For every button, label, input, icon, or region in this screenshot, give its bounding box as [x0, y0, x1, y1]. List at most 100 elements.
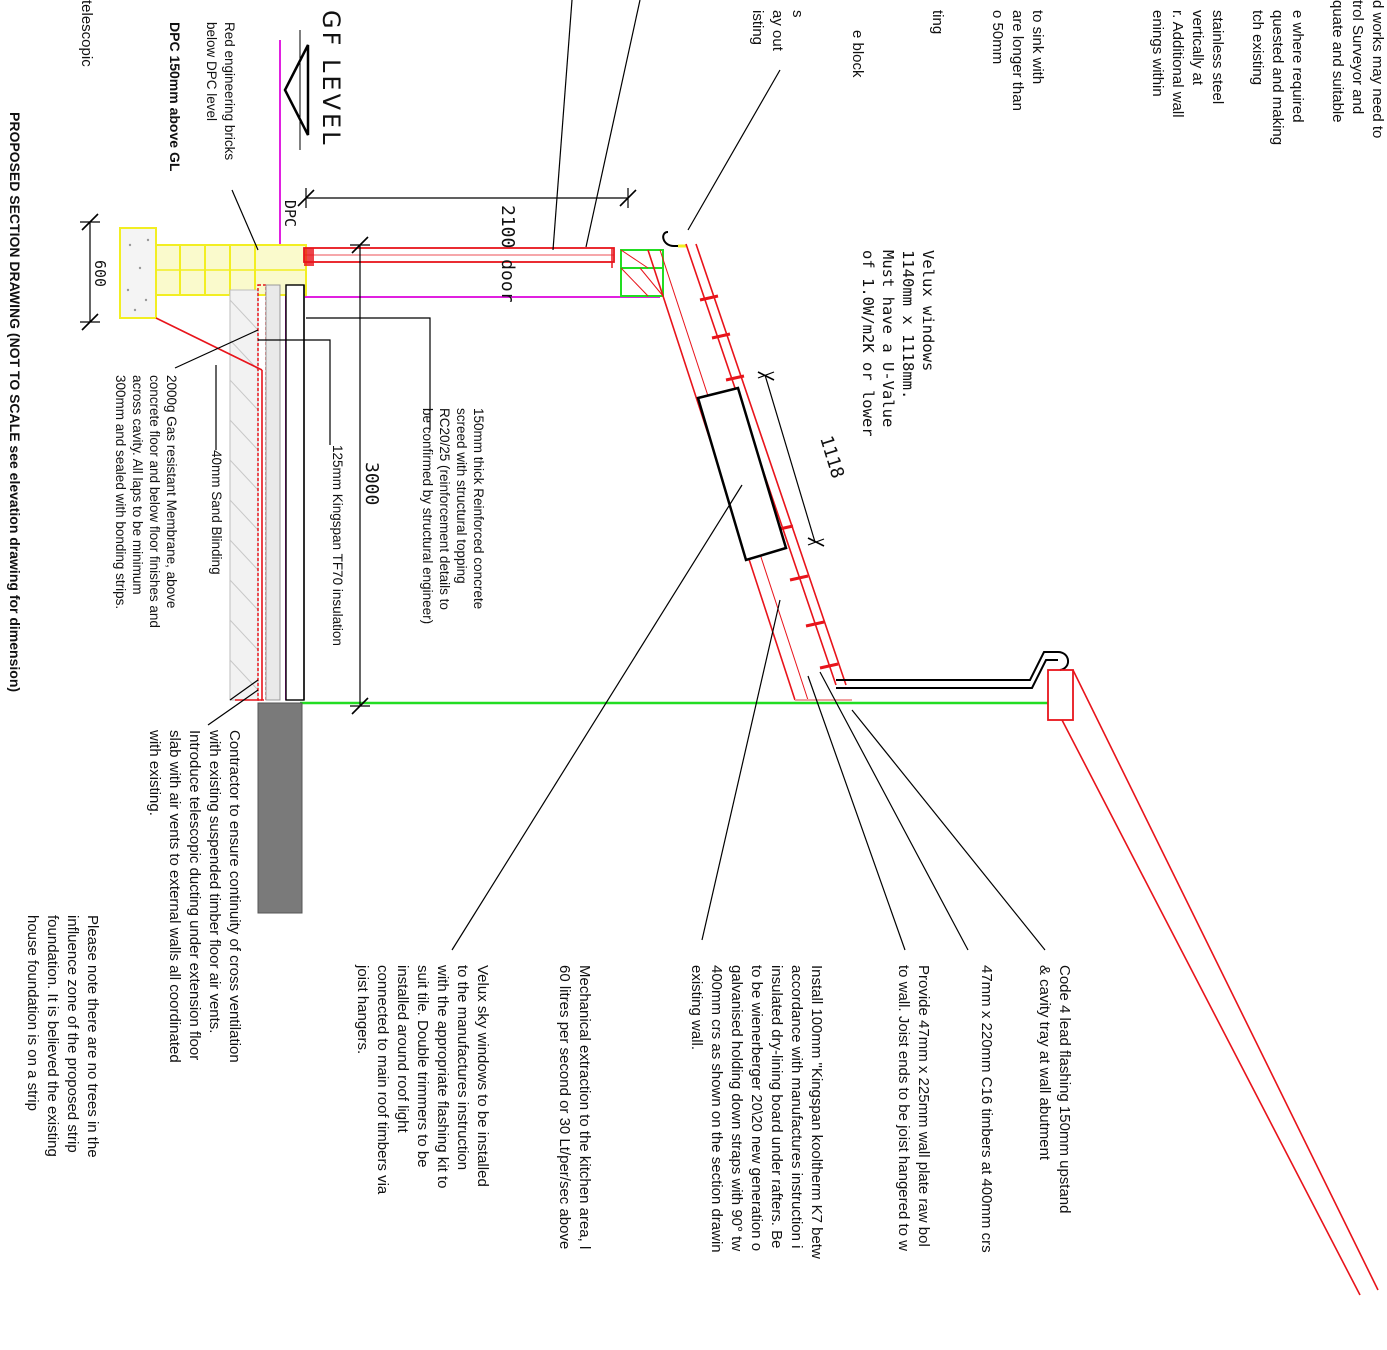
note-top-clipped: d works may need to trol Surveyor and qu… [749, 0, 1386, 145]
svg-text:Code 4 lead flashing 150mm ups: Code 4 lead flashing 150mm upstand [1056, 965, 1073, 1214]
gf-level-marker [283, 30, 310, 150]
svg-text:ting: ting [929, 10, 946, 34]
svg-text:Contractor to ensure continuit: Contractor to ensure continuity of cross… [226, 730, 243, 1063]
svg-text:installed around roof light: installed around roof light [394, 965, 411, 1133]
note-ventilation: Contractor to ensure continuity of cross… [146, 729, 243, 1063]
svg-text:with the appropriate flashing: with the appropriate flashing kit to [434, 964, 451, 1188]
svg-text:r. Additional wall: r. Additional wall [1169, 10, 1186, 118]
extension-wall [303, 247, 615, 266]
svg-text:house foundation is on a strip: house foundation is on a strip [24, 915, 41, 1111]
svg-text:ay out: ay out [769, 10, 786, 52]
svg-text:below DPC level: below DPC level [204, 22, 219, 121]
svg-text:with existing.: with existing. [146, 729, 163, 816]
svg-text:150mm thick Reinforced concret: 150mm thick Reinforced concrete [471, 408, 486, 609]
note-dpc-height: DPC 150mm above GL [167, 22, 183, 172]
svg-text:insulated dry-lining board und: insulated dry-lining board under rafters… [768, 965, 785, 1249]
svg-text:concrete floor and below floor: concrete floor and below floor finishes … [147, 375, 162, 628]
svg-text:e block: e block [849, 30, 866, 78]
svg-text:screed with structural topping: screed with structural topping [454, 408, 469, 584]
svg-text:foundation. It is believed the: foundation. It is believed the existing [44, 915, 61, 1157]
svg-text:isting: isting [749, 10, 766, 45]
velux-spec-note: Velux windows 1140mm x 1118mm. Must have… [859, 250, 937, 437]
svg-text:suit tile. Double trimmers to: suit tile. Double trimmers to be [414, 965, 431, 1168]
main-house-roof [836, 651, 1379, 1296]
svg-text:trol Surveyor and: trol Surveyor and [1349, 0, 1366, 114]
door-dimension-text: 2100 door [497, 205, 518, 303]
eaves-gutter [662, 231, 684, 247]
svg-text:influence zone of the proposed: influence zone of the proposed strip [64, 915, 81, 1153]
svg-text:slab with air vents to externa: slab with air vents to external walls al… [166, 730, 183, 1063]
gf-level-label: GF LEVEL [317, 10, 345, 148]
svg-text:Red engineering bricks: Red engineering bricks [222, 22, 237, 160]
svg-text:400mm crs as shown on the sect: 400mm crs as shown on the section drawin [708, 965, 725, 1253]
note-insulation: 125mm Kingspan TF70 insulation [330, 445, 345, 646]
svg-text:to the manufactures instructio: to the manufactures instruction [454, 965, 471, 1170]
note-lead-flashing: Code 4 lead flashing 150mm upstand & cav… [1036, 965, 1073, 1214]
svg-text:60 litres per second or 30 Lt/: 60 litres per second or 30 Lt/per/sec ab… [556, 965, 573, 1249]
svg-text:to be wienerberger 20\20 new g: to be wienerberger 20\20 new generation … [748, 965, 765, 1251]
dimension-window [757, 371, 825, 547]
svg-text:1140mm x 1118mm.: 1140mm x 1118mm. [899, 250, 917, 399]
svg-text:Mechanical extraction to the k: Mechanical extraction to the kitchen are… [576, 965, 593, 1249]
drawing-title: PROPOSED SECTION DRAWING (NOT TO SCALE s… [7, 112, 23, 692]
dimension-height [350, 236, 370, 715]
leader-lines [174, 0, 1046, 951]
foundation-dimension-text: 600 [91, 260, 109, 287]
svg-text:d works may need to: d works may need to [1369, 0, 1386, 138]
note-extraction: Mechanical extraction to the kitchen are… [556, 965, 593, 1249]
dimension-foundation [80, 213, 100, 331]
svg-text:s: s [789, 10, 806, 18]
svg-text:o 50mm: o 50mm [989, 10, 1006, 64]
svg-text:with existing suspended timber: with existing suspended timber floor air… [206, 729, 223, 1033]
note-kingspan: Install 100mm "Kingspan kooltherm K7 bet… [688, 965, 825, 1259]
note-trees: Please note there are no trees in the in… [24, 915, 101, 1158]
dpc-label: DPC [281, 200, 299, 227]
svg-text:Introduce telescopic ducting u: Introduce telescopic ducting under exten… [186, 730, 203, 1060]
svg-text:tch existing: tch existing [1249, 10, 1266, 85]
note-timbers: 47mm x 220mm C16 timbers at 400mm crs [978, 965, 995, 1253]
svg-text:vertically at: vertically at [1189, 10, 1206, 86]
svg-text:RC20/25 (reinforcement details: RC20/25 (reinforcement details to [437, 408, 452, 610]
svg-text:Please note there are no trees: Please note there are no trees in the [84, 915, 101, 1158]
window-dimension-text: 1118 [815, 433, 848, 481]
note-wall-plate: Provide 47mm x 225mm wall plate raw bol … [895, 965, 932, 1251]
svg-text:enings within: enings within [1149, 10, 1166, 97]
dimension-door [297, 188, 637, 208]
svg-text:existing wall.: existing wall. [688, 965, 705, 1050]
note-membrane: 2000g Gas resistant Membrane, above conc… [113, 375, 179, 628]
svg-text:Velux sky windows to be insta: Velux sky windows to be installed [474, 965, 491, 1187]
note-sand-blinding: 40mm Sand Blinding [209, 450, 224, 575]
svg-text:quested and making: quested and making [1269, 10, 1286, 145]
svg-text:quate and suitable: quate and suitable [1329, 0, 1346, 123]
svg-text:Velux windows: Velux windows [919, 250, 937, 371]
svg-text:across cavity. All laps to be: across cavity. All laps to be minimum [130, 375, 145, 595]
membrane-diagonal [155, 317, 263, 371]
svg-text:are longer than: are longer than [1009, 10, 1026, 111]
svg-text:Install 100mm "Kingspan koolth: Install 100mm "Kingspan kooltherm K7 bet… [808, 965, 825, 1259]
svg-text:300mm and sealed with bonding: 300mm and sealed with bonding strips. [113, 375, 128, 609]
svg-text:of 1.0W/m2K or lower: of 1.0W/m2K or lower [859, 250, 877, 437]
svg-text:be confirmed by structural eng: be confirmed by structural engineer) [420, 408, 435, 624]
note-telescopic: telescopic [78, 0, 95, 67]
note-slab: 150mm thick Reinforced concrete screed w… [420, 408, 486, 624]
svg-text:to wall. Joist ends to be jois: to wall. Joist ends to be joist hangered… [895, 965, 912, 1251]
svg-text:accordance with manufactures i: accordance with manufactures instruction… [788, 965, 805, 1248]
floor-build-up [257, 284, 305, 701]
svg-text:e where required: e where required [1289, 10, 1306, 123]
hardcore-fill [229, 289, 259, 701]
note-red-bricks: Red engineering bricks below DPC level [204, 22, 237, 160]
svg-text:Must have a U-Value: Must have a U-Value [879, 250, 897, 427]
svg-text:& cavity tray at wall abutment: & cavity tray at wall abutment [1036, 965, 1053, 1161]
svg-text:connected to main roof timbers: connected to main roof timbers via [374, 965, 391, 1195]
velux-window [696, 386, 788, 562]
svg-text:Provide 47mm x 225mm wall plat: Provide 47mm x 225mm wall plate raw bol [915, 965, 932, 1247]
wall-plate [611, 248, 664, 297]
note-velux-install: Velux sky windows to be installed to the… [354, 964, 491, 1195]
svg-text:joist hangers.: joist hangers. [354, 964, 371, 1054]
existing-wall [257, 702, 303, 914]
strip-foundation [119, 227, 307, 319]
height-dimension-text: 3000 [361, 462, 382, 505]
svg-text:galvanised holding down straps: galvanised holding down straps with 90° … [728, 965, 745, 1251]
svg-text:to sink with: to sink with [1029, 10, 1046, 84]
